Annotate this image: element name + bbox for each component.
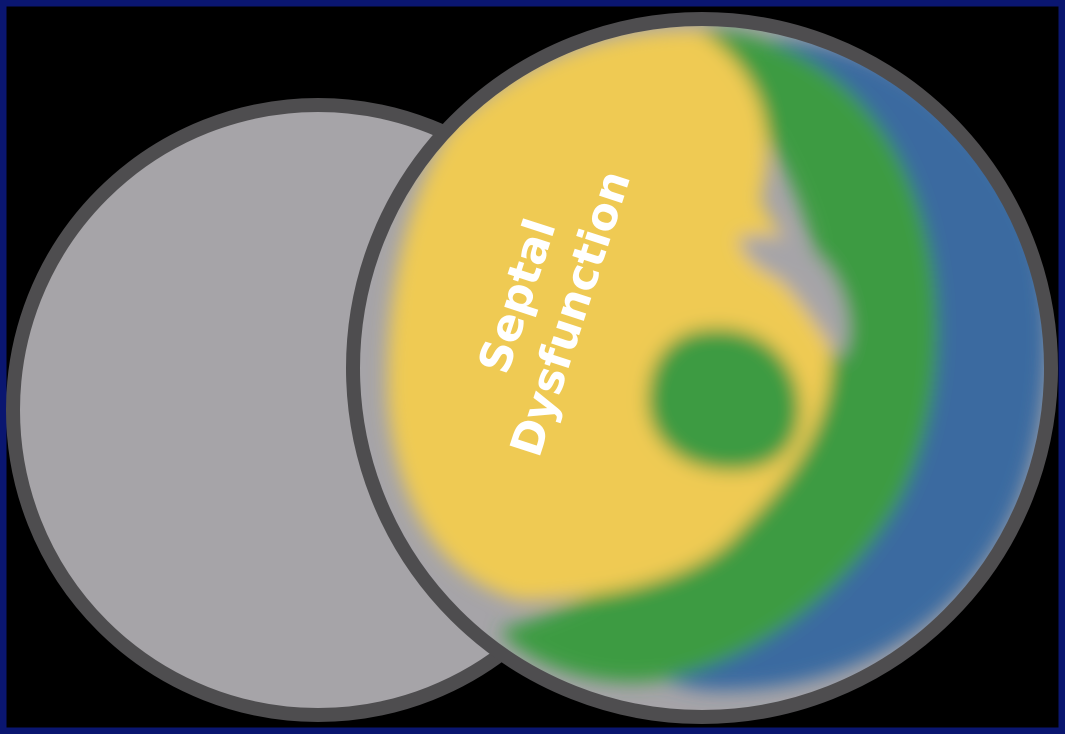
polar-map-ring [346, 12, 1058, 724]
region-grey-notch [738, 235, 849, 360]
polar-map-regions [387, 29, 1048, 690]
region-green [500, 29, 938, 682]
region-blue [600, 40, 1048, 690]
region-green-inner [647, 328, 800, 471]
